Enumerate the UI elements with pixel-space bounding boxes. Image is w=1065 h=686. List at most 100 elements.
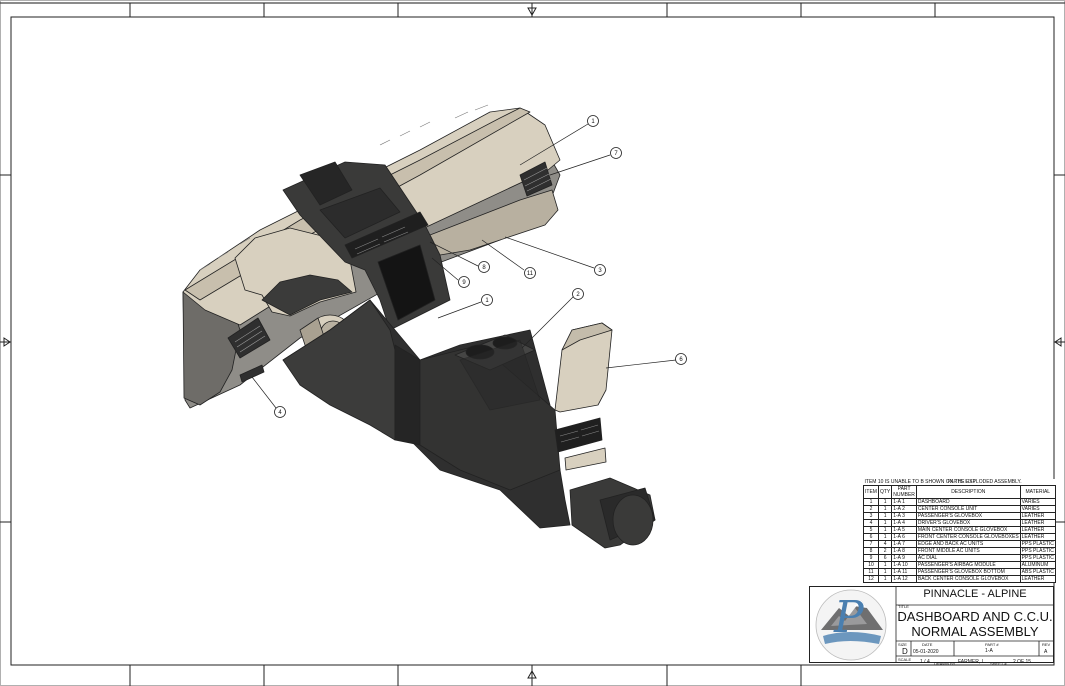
bom-cell-material: VARIES: [1019, 505, 1056, 513]
bom-cell-item: 5: [863, 526, 879, 534]
balloon[interactable]: 11: [524, 267, 536, 279]
size-value: D: [902, 647, 908, 656]
svg-text:2: 2: [576, 292, 580, 298]
svg-text:1: 1: [591, 119, 595, 125]
company-logo: [815, 589, 887, 661]
balloon[interactable]: 1: [587, 115, 599, 127]
bom-header-qty: QTY: [877, 485, 893, 499]
bom-cell-item: 8: [863, 547, 879, 555]
svg-text:9: 9: [462, 280, 466, 286]
bom-cell-qty: 1: [877, 561, 893, 569]
date-label: DATE: [922, 642, 933, 647]
bom-cell-part: 1-A 4: [891, 519, 917, 527]
bom-cell-item: 7: [863, 540, 879, 548]
logo-letter: P: [834, 592, 864, 643]
title-label: TITLE: [898, 604, 909, 609]
drawn-by-value: FARMER, L.: [958, 659, 986, 665]
company-name: PINNACLE - ALPINE: [923, 588, 1027, 600]
bom-cell-qty: 1: [877, 505, 893, 513]
bom-cell-item: 9: [863, 554, 879, 562]
title-line-1: DASHBOARD AND C.C.U.: [897, 609, 1053, 624]
bom-header-material: MATERIAL: [1019, 485, 1056, 499]
balloon[interactable]: 8: [478, 261, 490, 273]
bom-cell-part: 1-A 10: [891, 561, 917, 569]
bom-cell-desc: BACK CENTER CONSOLE GLOVEBOX: [915, 575, 1021, 583]
bom-cell-material: PPS PLASTIC: [1019, 554, 1056, 562]
svg-text:3: 3: [598, 268, 602, 274]
bom-cell-material: LEATHER: [1019, 526, 1056, 534]
rev-label: REV: [1042, 642, 1051, 647]
bom-cell-desc: CENTER CONSOLE UNIT: [915, 505, 1021, 513]
bom-cell-part: 1-A 8: [891, 547, 917, 555]
balloon[interactable]: 1: [481, 294, 493, 306]
leader-lines: [251, 123, 677, 409]
bom-cell-qty: 1: [877, 512, 893, 520]
bom-cell-desc: MAIN CENTER CONSOLE GLOVEBOX: [915, 526, 1021, 534]
bom-cell-item: 6: [863, 533, 879, 541]
bom-cell-material: LEATHER: [1019, 512, 1056, 520]
balloon[interactable]: 4: [274, 406, 286, 418]
bom-cell-qty: 1: [877, 526, 893, 534]
assembly-illustration: [182, 104, 656, 549]
bom-cell-qty: 4: [877, 540, 893, 548]
bom-cell-desc: FRONT MIDDLE AC UNITS: [915, 547, 1021, 555]
bom-cell-qty: 1: [877, 498, 893, 506]
bom-cell-material: LEATHER: [1019, 533, 1056, 541]
bom-cell-desc: PASSENGER'S GLOVEBOX: [915, 512, 1021, 520]
balloon[interactable]: 6: [675, 353, 687, 365]
bom-cell-item: 4: [863, 519, 879, 527]
bom-cell-material: PPS PLASTIC: [1019, 547, 1056, 555]
bom-cell-item: 1: [863, 498, 879, 506]
bom-header-part: PART NUMBER: [891, 485, 917, 499]
bom-cell-material: LEATHER: [1019, 575, 1056, 583]
zone-ticks: [0, 3, 1065, 686]
size-label: SIZE: [898, 642, 907, 647]
balloon[interactable]: 7: [610, 147, 622, 159]
bom-cell-part: 1-A 9: [891, 554, 917, 562]
bom-cell-part: 1-A 5: [891, 526, 917, 534]
bom-cell-item: 10: [863, 561, 879, 569]
svg-text:7: 7: [614, 151, 618, 157]
bom-cell-desc: DRIVER'S GLOVEBOX: [915, 519, 1021, 527]
title-block: [809, 586, 1054, 663]
bom-cell-item: 2: [863, 505, 879, 513]
bom-cell-material: LEATHER: [1019, 519, 1056, 527]
svg-text:4: 4: [278, 410, 282, 416]
bom-cell-part: 1-A 11: [891, 568, 917, 576]
bom-cell-qty: 6: [877, 554, 893, 562]
bom-cell-material: ABS PLASTIC: [1019, 568, 1056, 576]
bom-cell-desc: EDGE AND BACK AC UNITS: [915, 540, 1021, 548]
bom-cell-desc: FRONT CENTER CONSOLE GLOVEBOXES: [915, 533, 1021, 541]
scale-value: 1 / 4: [920, 659, 930, 665]
bom-cell-item: 11: [863, 568, 879, 576]
bom-cell-part: 1-A 1: [891, 498, 917, 506]
svg-text:11: 11: [527, 271, 534, 277]
bom-cell-qty: 1: [877, 575, 893, 583]
bom-cell-material: ALUMINUM: [1019, 561, 1056, 569]
svg-text:1: 1: [485, 298, 489, 304]
bom-cell-material: VARIES: [1019, 498, 1056, 506]
balloon[interactable]: 9: [458, 276, 470, 288]
bom-cell-material: PPS PLASTIC: [1019, 540, 1056, 548]
bom-cell-part: 1-A 3: [891, 512, 917, 520]
rev-value: A: [1044, 649, 1048, 655]
bom-cell-desc: PASSENGER'S AIRBAG MODULE: [915, 561, 1021, 569]
bom-header-row: ITEM QTY PART NUMBER DESCRIPTION MATERIA…: [863, 485, 1056, 499]
bom-cell-qty: 1: [877, 519, 893, 527]
bom-cell-part: 1-A 12: [891, 575, 917, 583]
balloon[interactable]: 2: [572, 288, 584, 300]
bom-cell-item: 12: [863, 575, 879, 583]
balloon[interactable]: 3: [594, 264, 606, 276]
